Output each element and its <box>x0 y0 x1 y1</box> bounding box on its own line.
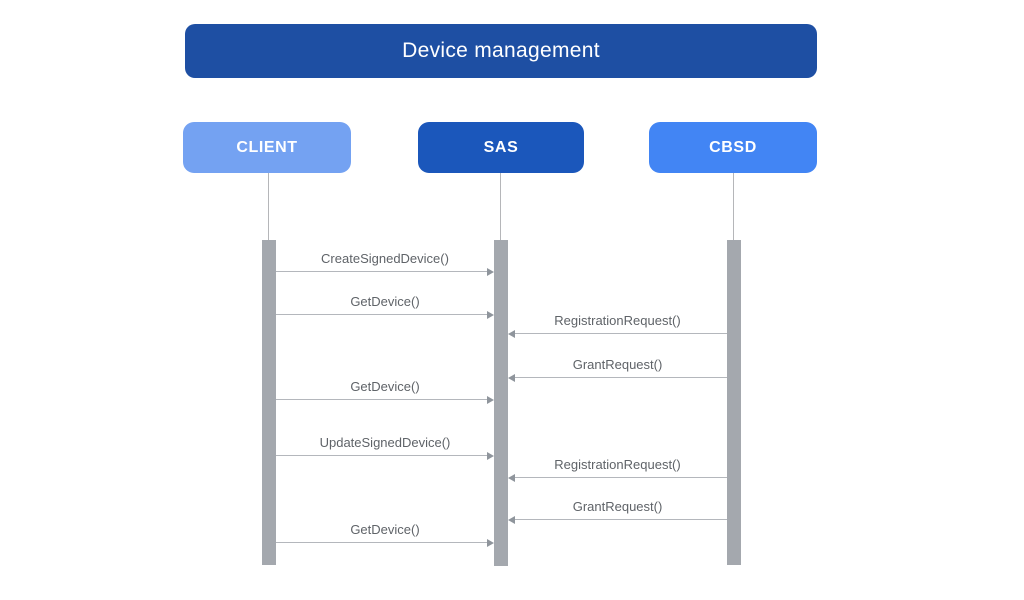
lifeline-sas <box>500 173 501 240</box>
message-arrow-line <box>276 314 488 315</box>
arrowhead-left-icon <box>508 330 515 338</box>
arrowhead-right-icon <box>487 396 494 404</box>
activation-bar-client <box>262 240 276 565</box>
arrowhead-left-icon <box>508 516 515 524</box>
message-arrow-line <box>276 399 488 400</box>
message-label: UpdateSignedDevice() <box>319 435 451 450</box>
actor-label-client: CLIENT <box>236 138 298 156</box>
message-label: RegistrationRequest() <box>554 313 681 328</box>
message-arrow-line <box>514 519 727 520</box>
actor-box-sas: SAS <box>418 122 584 173</box>
arrowhead-left-icon <box>508 474 515 482</box>
message-label: GetDevice() <box>350 294 420 309</box>
message-label: GrantRequest() <box>572 499 663 514</box>
message-label: GetDevice() <box>350 522 420 537</box>
arrowhead-right-icon <box>487 452 494 460</box>
message-arrow-line <box>276 542 488 543</box>
activation-bar-sas <box>494 240 508 566</box>
message-label: GrantRequest() <box>572 357 663 372</box>
activation-bar-cbsd <box>727 240 741 565</box>
message-label: RegistrationRequest() <box>554 457 681 472</box>
lifeline-client <box>268 173 269 240</box>
message-arrow-line <box>276 271 488 272</box>
actor-label-cbsd: CBSD <box>709 138 757 156</box>
message-arrow-line <box>514 477 727 478</box>
message-arrow-line <box>514 333 727 334</box>
actor-box-client: CLIENT <box>183 122 351 173</box>
arrowhead-left-icon <box>508 374 515 382</box>
actor-label-sas: SAS <box>483 138 519 156</box>
message-label: GetDevice() <box>350 379 420 394</box>
arrowhead-right-icon <box>487 311 494 319</box>
message-arrow-line <box>514 377 727 378</box>
lifeline-cbsd <box>733 173 734 240</box>
diagram-title-banner: Device management <box>185 24 817 78</box>
actor-box-cbsd: CBSD <box>649 122 817 173</box>
message-label: CreateSignedDevice() <box>321 251 449 266</box>
arrowhead-right-icon <box>487 268 494 276</box>
diagram-title: Device management <box>402 39 600 62</box>
message-arrow-line <box>276 455 488 456</box>
arrowhead-right-icon <box>487 539 494 547</box>
